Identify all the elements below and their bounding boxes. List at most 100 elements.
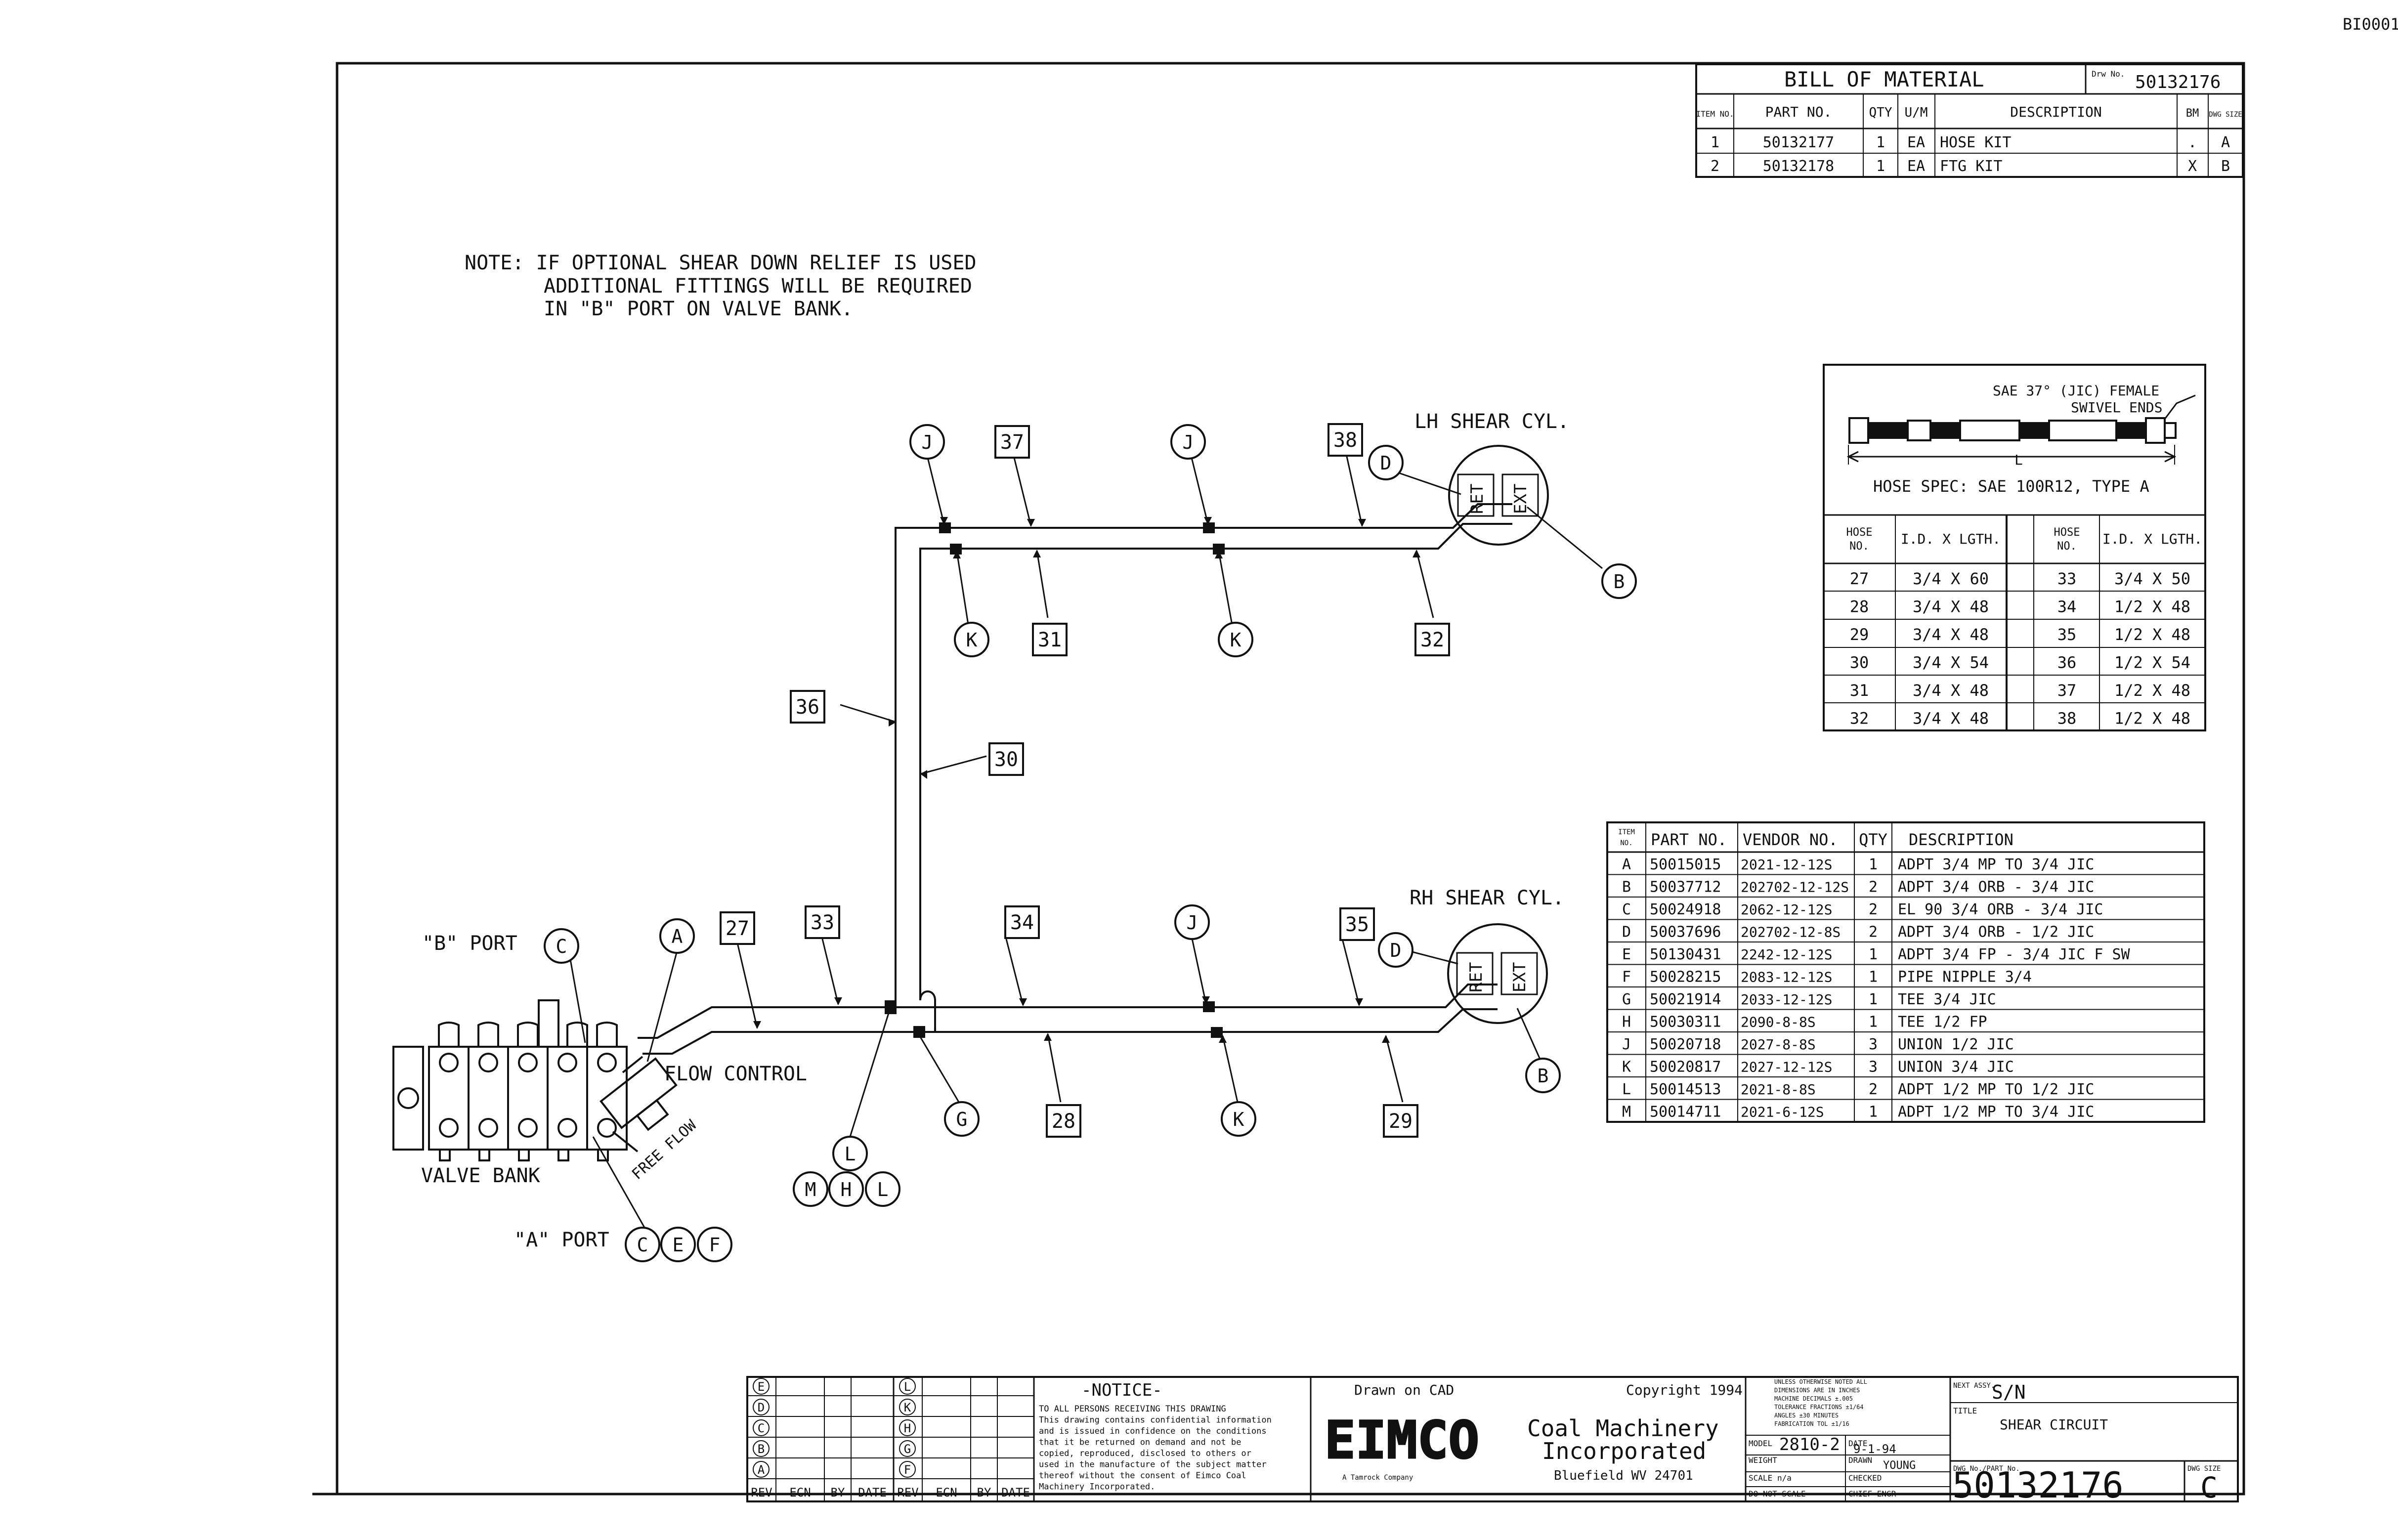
hose-cell: 1/2 X 48	[2114, 681, 2190, 700]
parts-cell: G	[1622, 991, 1631, 1008]
hose-cell: 27	[1850, 569, 1869, 588]
bom-cell: B	[2221, 158, 2230, 175]
hose-cell: 1/2 X 54	[2114, 653, 2190, 672]
note-line-1: NOTE: IF OPTIONAL SHEAR DOWN RELIEF IS U…	[465, 252, 977, 274]
parts-cell: UNION 1/2 JIC	[1898, 1036, 2014, 1053]
parts-cell: TEE 3/4 JIC	[1898, 991, 1996, 1008]
parts-cell: ADPT 3/4 ORB - 1/2 JIC	[1898, 924, 2094, 941]
rev-letter: A	[758, 1463, 765, 1477]
notice-title: -NOTICE-	[1081, 1380, 1162, 1400]
parts-cell: 2242-12-12S	[1741, 946, 1832, 963]
fitting-callout-label: L	[845, 1143, 856, 1165]
fitting-callout-circle	[828, 1171, 864, 1207]
rev-letter-circle	[753, 1440, 770, 1457]
rev-letter-circle	[753, 1461, 770, 1478]
rev-letter-circle	[899, 1419, 916, 1436]
bom-drw-no: 50132176	[2135, 72, 2221, 92]
parts-cell: F	[1622, 969, 1631, 986]
parts-cell: 2	[1869, 879, 1878, 896]
hose-cell: 34	[2057, 598, 2077, 616]
notice-line: that it be returned on demand and not be	[1039, 1438, 1241, 1448]
fitting-callout-circle	[659, 918, 695, 954]
dwg-size-value: C	[2200, 1471, 2218, 1504]
fitting-callout-circle	[832, 1136, 868, 1171]
hose-spec-table	[1823, 364, 2206, 731]
rh-shear-cylinder: RET EXT	[1447, 923, 1548, 1024]
next-assy-label: NEXT ASSY.	[1953, 1382, 1995, 1390]
rev-letter-circle	[899, 1440, 916, 1457]
bom-cell: X	[2188, 158, 2197, 175]
checked-label: CHECKED	[1848, 1473, 1882, 1483]
tolerance-line: FABRICATION TOL ±1/16	[1774, 1420, 1849, 1427]
hose-callout-label: 30	[994, 748, 1018, 771]
bom-header-cell: BM	[2186, 107, 2199, 120]
hose-cell: 33	[2057, 569, 2077, 588]
title-block	[746, 1376, 2239, 1502]
rev-header: BY	[977, 1486, 991, 1499]
bom-header-cell: QTY	[1869, 105, 1892, 120]
hose-length-label: L	[2014, 452, 2023, 468]
rh-shear-cyl-label: RH SHEAR CYL.	[1410, 887, 1564, 909]
parts-cell: 50037696	[1650, 924, 1721, 941]
parts-cell: 2027-8-8S	[1741, 1036, 1816, 1053]
title-label: TITLE	[1953, 1406, 1977, 1415]
hose-cell: 36	[2057, 653, 2077, 672]
line-fittings	[885, 522, 1225, 1038]
parts-cell: 50037712	[1650, 879, 1721, 896]
hose-lines	[638, 503, 1512, 1055]
rev-header: ECN	[789, 1486, 811, 1499]
parts-cell: 2090-8-8S	[1741, 1014, 1816, 1030]
bom-cell: 50132178	[1763, 158, 1835, 175]
rev-header: DATE	[858, 1486, 887, 1499]
bill-of-material-table	[1695, 63, 2244, 178]
parts-cell: J	[1622, 1036, 1631, 1053]
tolerance-line: UNLESS OTHERWISE NOTED ALL	[1774, 1378, 1867, 1385]
hose-callout-box	[805, 905, 840, 939]
rev-letter-circle	[899, 1378, 916, 1395]
hose-callout-box	[790, 690, 825, 724]
parts-cell: 50014711	[1650, 1104, 1721, 1121]
bom-cell: A	[2221, 134, 2230, 151]
parts-cell: E	[1622, 946, 1631, 963]
fitting-callout-circle	[793, 1171, 828, 1207]
hose-cell: 38	[2057, 709, 2077, 728]
drawn-label: DRAWN	[1848, 1455, 1872, 1465]
parts-cell: TEE 1/2 FP	[1898, 1014, 1987, 1031]
hose-cell: 31	[1850, 681, 1869, 700]
parts-cell: 1	[1869, 946, 1878, 963]
parts-cell: ADPT 1/2 MP TO 1/2 JIC	[1898, 1081, 2094, 1098]
fitting-callout-label: B	[1538, 1065, 1549, 1087]
rev-letter: H	[904, 1421, 911, 1435]
fitting-callout-circle	[1525, 1058, 1561, 1093]
rev-letter: E	[758, 1380, 765, 1394]
fitting-callout-label: K	[1233, 1109, 1244, 1130]
hose-callout-label: 31	[1038, 629, 1062, 651]
parts-header-cell: VENDOR NO.	[1743, 830, 1838, 849]
rev-letter-circle	[899, 1461, 916, 1478]
company-line-1: Coal Machinery	[1527, 1415, 1719, 1442]
parts-cell: 1	[1869, 1014, 1878, 1031]
hose-callout-label: 27	[726, 917, 749, 940]
parts-cell: 1	[1869, 991, 1878, 1008]
parts-cell: M	[1622, 1104, 1631, 1121]
hose-callout-box	[988, 742, 1024, 776]
parts-cell: ADPT 1/2 MP TO 3/4 JIC	[1898, 1104, 2094, 1121]
hose-callout-label: 36	[796, 696, 819, 719]
hose-callout-box	[1032, 623, 1068, 656]
fitting-callout-circle	[865, 1171, 900, 1207]
parts-header-cell: NO.	[1620, 839, 1632, 847]
rev-letter: L	[904, 1380, 911, 1394]
chief-engr-label: CHIEF ENGR	[1848, 1489, 1896, 1498]
fitting-callout-label: B	[1614, 571, 1625, 593]
rh-ext-label: EXT	[1510, 962, 1530, 992]
rev-letter: D	[758, 1401, 765, 1414]
hose-header-cell: NO.	[2057, 540, 2077, 553]
fitting-callout-circle	[544, 928, 579, 964]
fitting-callout-circle	[954, 622, 989, 657]
do-not-scale: DO NOT SCALE	[1749, 1489, 1806, 1498]
bom-header-cell: DESCRIPTION	[2010, 104, 2101, 120]
parts-cell: B	[1622, 879, 1631, 896]
